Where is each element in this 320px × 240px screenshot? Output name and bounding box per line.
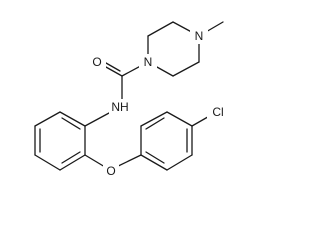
bond xyxy=(34,154,61,171)
bond xyxy=(140,111,168,127)
phenyl-ring xyxy=(34,111,86,171)
bond xyxy=(147,21,174,37)
bond xyxy=(172,61,200,77)
chemical-structure-diagram: O N N NH O Cl xyxy=(34,21,224,178)
chlorine-label: Cl xyxy=(212,105,223,119)
bond xyxy=(59,154,86,171)
chlorophenyl-ring xyxy=(140,111,193,171)
bond xyxy=(59,111,86,127)
bond xyxy=(166,111,193,127)
aromatic-bond xyxy=(145,117,165,130)
bond xyxy=(140,154,168,171)
bond xyxy=(34,111,61,127)
aromatic-bond xyxy=(145,151,165,164)
piperazine-nitrogen-1-label: N xyxy=(144,55,153,69)
ether-oxygen-label: O xyxy=(106,164,115,178)
bond xyxy=(166,154,193,171)
aromatic-bond xyxy=(61,117,81,130)
piperazine-nitrogen-4-label: N xyxy=(195,29,204,43)
aromatic-bond xyxy=(61,151,81,164)
amide-nh-label: NH xyxy=(111,100,128,114)
carbonyl-oxygen-label: O xyxy=(92,55,101,69)
